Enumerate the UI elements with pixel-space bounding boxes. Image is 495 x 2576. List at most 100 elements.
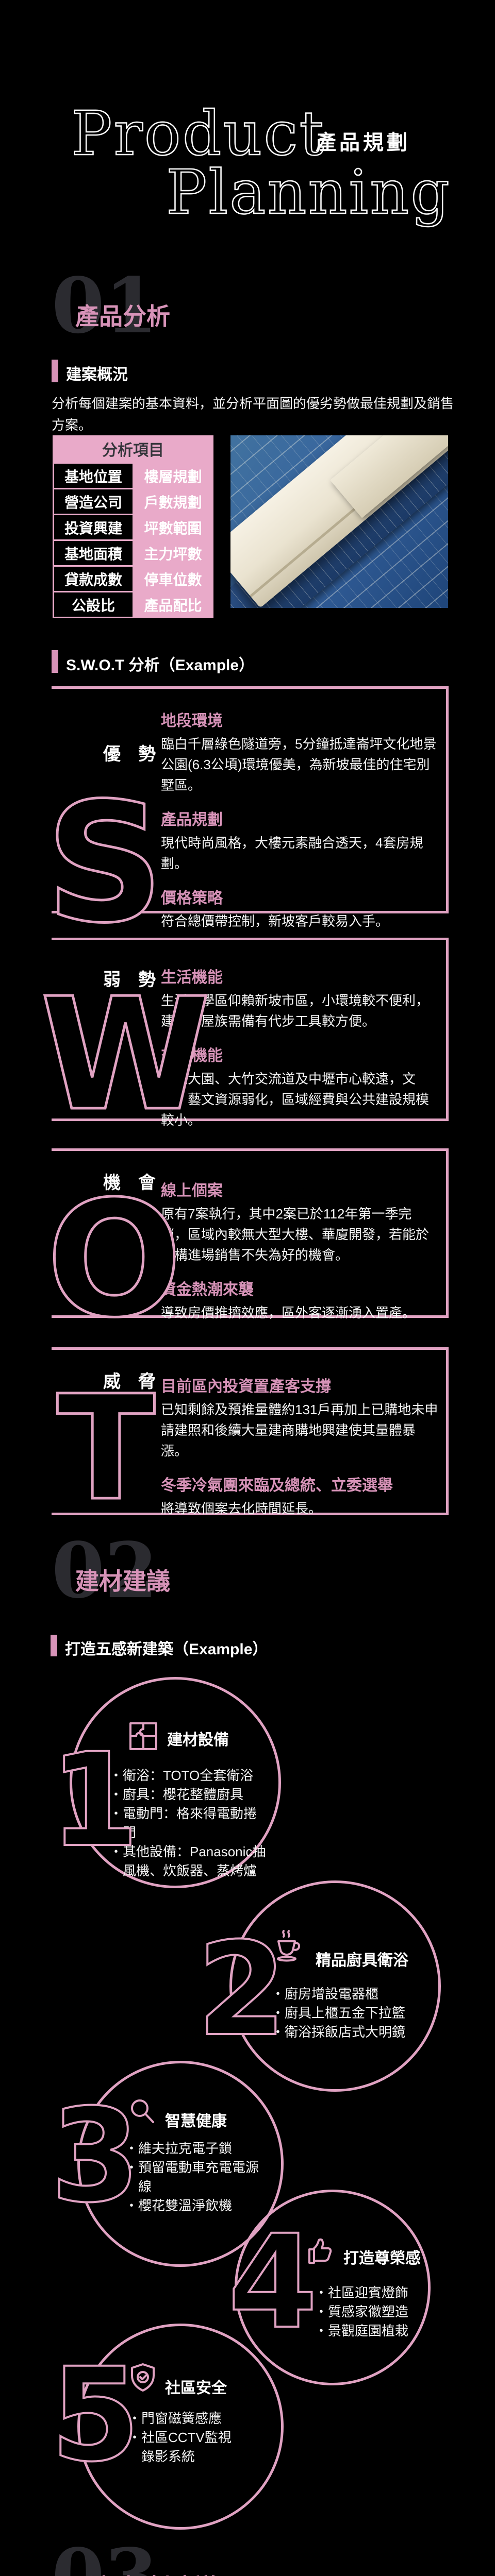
feature2-bullets: ・廚房增設電器櫃 ・廚具上櫃五金下拉籃 ・衛浴採飯店式大明鏡 — [271, 1985, 441, 2042]
table-row: 投資興建 坪數範圍 — [53, 515, 213, 539]
table-row: 基地位置 樓層規劃 — [53, 464, 213, 488]
swot-item-body: 現代時尚風格，大樓元素融合透天，4套房規劃。 — [161, 835, 423, 871]
feature4-number: 4 — [227, 2207, 319, 2357]
section2-title: 建材建議 — [75, 1568, 170, 1595]
section1-title: 產品分析 — [75, 303, 170, 330]
coffee-icon — [268, 1928, 305, 1965]
swot-opportunity-content: 線上個案 原有7案執行，其中2案已於112年第一季完銷，區域內較無大型大樓、華廈… — [161, 1178, 438, 1334]
swot-strength-label: 優 勢 — [103, 744, 156, 764]
feature3-title: 智慧健康 — [165, 2113, 227, 2130]
analysis-table-header: 分析項目 — [102, 442, 164, 459]
feature4-circle — [235, 2190, 431, 2385]
feature5-title: 社區安全 — [165, 2380, 227, 2397]
table-cell: 營造公司 — [54, 489, 133, 514]
table-cell: 戶數規劃 — [144, 494, 202, 511]
overview-heading: 建案概況 — [66, 366, 128, 383]
bullet-item: ・景觀庭園植栽 — [315, 2323, 409, 2338]
table-row: 公設比 產品配比 — [53, 592, 213, 617]
swot-item: 價格策略 符合總價帶控制，新坡客戶較易入手。 — [161, 885, 438, 931]
blueprint-photo: STANDARD CABINET — [230, 435, 448, 608]
table-cell: 公設比 — [54, 592, 133, 617]
bullet-item: ・衛浴：TOTO全套衛浴 — [109, 1768, 254, 1783]
swot-item: 地段環境 臨白千層綠色隧道旁，5分鐘抵達崙坪文化地景公園(6.3公頃)環境優美，… — [161, 708, 438, 795]
swot-opportunity-label: 機 會 — [103, 1173, 156, 1193]
swot-item-heading: 目前區內投資置產客支撐 — [161, 1378, 331, 1395]
swot-strength-content: 地段環境 臨白千層綠色隧道旁，5分鐘抵達崙坪文化地景公園(6.3公頃)環境優美，… — [161, 708, 438, 943]
feature2-circle — [229, 1880, 441, 2092]
swot-item: 生活機能 生活及學區仰賴新坡市區，小環境較不便利，建議購屋族需備有代步工具較方便… — [161, 964, 438, 1031]
swot-heading: S.W.O.T 分析（Example） — [66, 657, 255, 674]
swot-item-body: 符合總價帶控制，新坡客戶較易入手。 — [161, 913, 389, 929]
table-cell: 產品配比 — [144, 597, 202, 614]
bullet-item: ・衛浴採飯店式大明鏡 — [271, 2024, 406, 2040]
bullet-item: ・櫻花雙溫淨飲機 — [125, 2198, 233, 2213]
section2-number: 02 — [52, 1526, 158, 1615]
swot-item-body: 已知剩餘及預推量體約131戶再加上已購地未申請建照和後續大量建商購地興建使其量體… — [161, 1402, 438, 1459]
feature4-bullets: ・社區迎賓燈飾 ・質感家徽塑造 ・景觀庭園植栽 — [315, 2283, 438, 2341]
swot-item-body: 將導致個案去化時間延長。 — [161, 1501, 322, 1516]
feature4-title: 打造尊榮感 — [343, 2250, 421, 2267]
page-title-english-line1: Product — [71, 98, 325, 169]
page-title-english-line2: Planning — [166, 157, 451, 228]
table-cell: 貸款成數 — [54, 567, 133, 591]
section3-title: 公設規劃建議 — [75, 2569, 218, 2576]
feature1-bullets: ・衛浴：TOTO全套衛浴 ・廚具：櫻花整體廚具 ・電動門：格來得電動捲門 ・其他… — [109, 1766, 269, 1880]
table-row: 基地面積 主力坪數 — [53, 541, 213, 565]
swot-item-body: 臨白千層綠色隧道旁，5分鐘抵達崙坪文化地景公園(6.3公頃)環境優美，為新坡最佳… — [161, 736, 437, 793]
bullet-item: ・維夫拉克電子鎖 — [125, 2141, 233, 2156]
swot-letter-o: O — [45, 1167, 184, 1353]
analysis-table: 分析項目 基地位置 樓層規劃 營造公司 戶數規劃 投資興建 坪數範圍 基地面積 … — [53, 435, 213, 618]
feature3-number: 3 — [50, 2081, 141, 2231]
feature5-circle — [77, 2324, 284, 2530]
shield-check-icon — [126, 2362, 159, 2395]
feature1-title: 建材設備 — [167, 1732, 229, 1749]
overview-heading-bar — [52, 360, 58, 382]
swot-item-heading: 地段環境 — [161, 713, 223, 730]
swot-letter-w: W — [39, 965, 212, 1145]
search-icon — [126, 2095, 159, 2128]
swot-item: 產品規劃 現代時尚風格，大樓元素融合透天，4套房規劃。 — [161, 807, 438, 874]
overview-body: 分析每個建案的基本資料，並分析平面圖的優劣勢做最佳規劃及銷售方案。 — [52, 396, 454, 433]
table-row: 營造公司 戶數規劃 — [53, 489, 213, 514]
bullet-item: ・其他設備：Panasonic抽風機、炊飯器、蒸烤爐 — [109, 1844, 266, 1878]
table-row: 貸款成數 停車位數 — [53, 567, 213, 591]
page-title-chinese: 產品規劃 — [316, 131, 410, 154]
swot-item-body: 導致房價推擠效應，區外客逐漸湧入置產。 — [161, 1305, 416, 1320]
swot-item-heading: 生活機能 — [161, 969, 223, 986]
section1-number: 01 — [52, 261, 158, 350]
bullet-item: ・廚具上櫃五金下拉籃 — [271, 2005, 406, 2021]
swot-threat-frame — [52, 1347, 449, 1515]
feature3-circle — [77, 2061, 284, 2267]
table-cell: 基地位置 — [54, 464, 133, 488]
bullet-item: ・門窗磁簧感應 — [128, 2411, 222, 2426]
bullet-item: ・質感家徽塑造 — [315, 2304, 409, 2319]
bullet-item: ・電動門：格來得電動捲門 — [109, 1806, 257, 1840]
swot-strength-frame — [52, 686, 449, 913]
swot-item: 資金熱潮來襲 導致房價推擠效應，區外客逐漸湧入置產。 — [161, 1277, 438, 1323]
bullet-item: ・社區迎賓燈飾 — [315, 2285, 409, 2300]
swot-item-heading: 價格策略 — [161, 890, 223, 907]
feature1-number: 1 — [48, 1725, 140, 1875]
swot-item: 線上個案 原有7案執行，其中2案已於112年第一季完銷，區域內較無大型大樓、華廈… — [161, 1178, 438, 1265]
feature3-bullets: ・維夫拉克電子鎖 ・預留電動車充電電源線 ・櫻花雙溫淨飲機 — [125, 2139, 269, 2215]
bullet-item: ・預留電動車充電電源線 — [125, 2160, 259, 2194]
swot-item-heading: 線上個案 — [161, 1182, 223, 1199]
swot-letter-s: S — [44, 768, 165, 959]
swot-item-heading: 資金熱潮來襲 — [161, 1281, 254, 1298]
swot-item-heading: 交通機能 — [161, 1047, 223, 1064]
swot-weakness-label: 弱 勢 — [103, 970, 156, 990]
table-cell: 投資興建 — [54, 515, 133, 539]
swot-threat-content: 目前區內投資置產客支撐 已知剩餘及預推量體約131戶再加上已購地未申請建照和後續… — [161, 1374, 438, 1530]
puzzle-icon — [127, 1720, 160, 1753]
swot-letter-t: T — [56, 1365, 157, 1533]
swot-item: 冬季冷氣團來臨及總統、立委選舉 將導致個案去化時間延長。 — [161, 1472, 438, 1519]
table-cell: 主力坪數 — [144, 546, 202, 562]
swot-item: 交通機能 距離大園、大竹交流道及中壢市心較遠，文教、藝文資源弱化，區域經費與公共… — [161, 1043, 438, 1130]
swot-heading-bar — [52, 650, 58, 673]
swot-weakness-content: 生活機能 生活及學區仰賴新坡市區，小環境較不便利，建議購屋族需備有代步工具較方便… — [161, 964, 438, 1142]
five-senses-heading: 打造五感新建築（Example） — [65, 1641, 268, 1658]
feature1-circle — [70, 1677, 281, 1888]
bullet-item: ・廚具：櫻花整體廚具 — [109, 1787, 244, 1802]
feature5-number: 5 — [50, 2340, 141, 2490]
